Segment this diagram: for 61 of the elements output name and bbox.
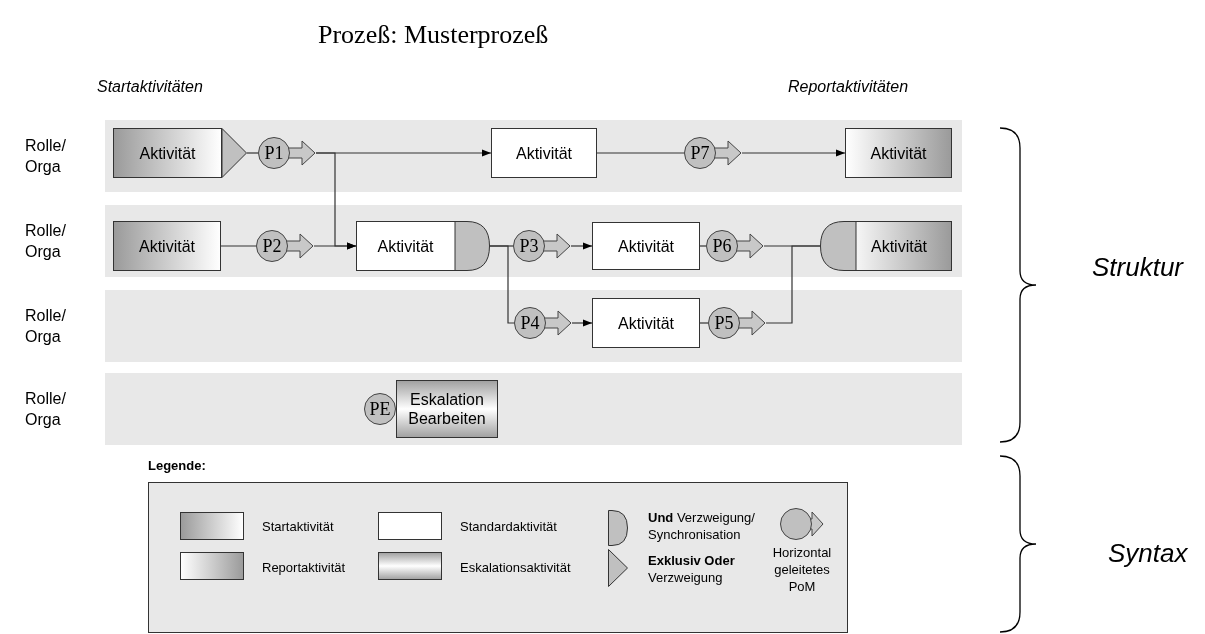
process-object-marker: [514, 307, 572, 339]
activity-label: Aktivität: [870, 236, 928, 257]
legend-text: Reportaktivität: [262, 559, 347, 576]
activity-label: Aktivität: [138, 143, 197, 164]
marker-label: PE: [368, 397, 392, 421]
activity-box: [491, 128, 597, 178]
legend-text: Horizontal geleitetes PoM: [771, 544, 833, 595]
activity-box: [592, 298, 700, 348]
connector-line: [246, 152, 259, 154]
connector-arrow: [313, 242, 357, 250]
connector-line: [699, 322, 709, 324]
activity-label: Eskalation Bearbeiten: [407, 390, 487, 429]
process-object-marker: [684, 137, 742, 169]
activity-label: Aktivität: [869, 143, 928, 164]
activity-label: Aktivität: [376, 236, 435, 257]
connector-arrow: [570, 242, 593, 250]
activity-box: [113, 128, 247, 178]
process-object-marker: [706, 230, 764, 262]
activity-label: Aktivität: [515, 143, 573, 164]
brace-label: Struktur: [1092, 252, 1184, 283]
marker-label: P2: [261, 234, 283, 258]
connector-line: [596, 152, 685, 154]
process-object-marker: [256, 230, 314, 262]
column-heading: Reportaktivitäten: [788, 78, 909, 96]
brace-label: Syntax: [1108, 538, 1188, 569]
connector-line: [220, 245, 257, 247]
lane-label: Rolle/ Orga: [25, 389, 67, 430]
marker-label: P7: [689, 141, 711, 165]
legend-text: Startaktivität: [262, 518, 335, 535]
lane-label: Rolle/ Orga: [25, 306, 67, 347]
marker-label: P1: [263, 141, 285, 165]
activity-box: [113, 221, 221, 271]
activity-box: [820, 221, 952, 271]
legend-text: Eskalationsaktivität: [460, 559, 572, 576]
lane-label: Rolle/ Orga: [25, 221, 67, 262]
activity-label: Aktivität: [617, 236, 675, 257]
connector-line: [489, 245, 515, 324]
activity-box: [592, 222, 700, 270]
legend-text: Und Verzweigung/ Synchronisation: [648, 509, 756, 543]
column-heading: Startaktivitäten: [97, 78, 203, 96]
legend-text: Standardaktivität: [460, 518, 558, 535]
connector-line: [699, 245, 707, 247]
process-object-marker: [513, 230, 571, 262]
activity-label: Aktivität: [138, 236, 196, 257]
marker-label: P3: [518, 234, 540, 258]
process-object-marker: [258, 137, 316, 169]
marker-label: P6: [711, 234, 733, 258]
marker-label: P5: [713, 311, 735, 335]
diagram-title: Prozeß: Musterprozeß: [318, 20, 549, 50]
activity-box: [396, 380, 498, 438]
connector-arrow: [741, 149, 846, 157]
connector-line: [765, 245, 821, 324]
legend-title: Legende:: [148, 458, 206, 473]
legend-text: Exklusiv Oder Verzweigung: [648, 552, 736, 586]
lane-label: Rolle/ Orga: [25, 136, 67, 177]
marker-label: P4: [519, 311, 541, 335]
activity-box: [845, 128, 952, 178]
process-object-marker: [708, 307, 766, 339]
activity-label: Aktivität: [617, 313, 675, 334]
activity-box: [356, 221, 490, 271]
connector-arrow: [571, 319, 593, 327]
